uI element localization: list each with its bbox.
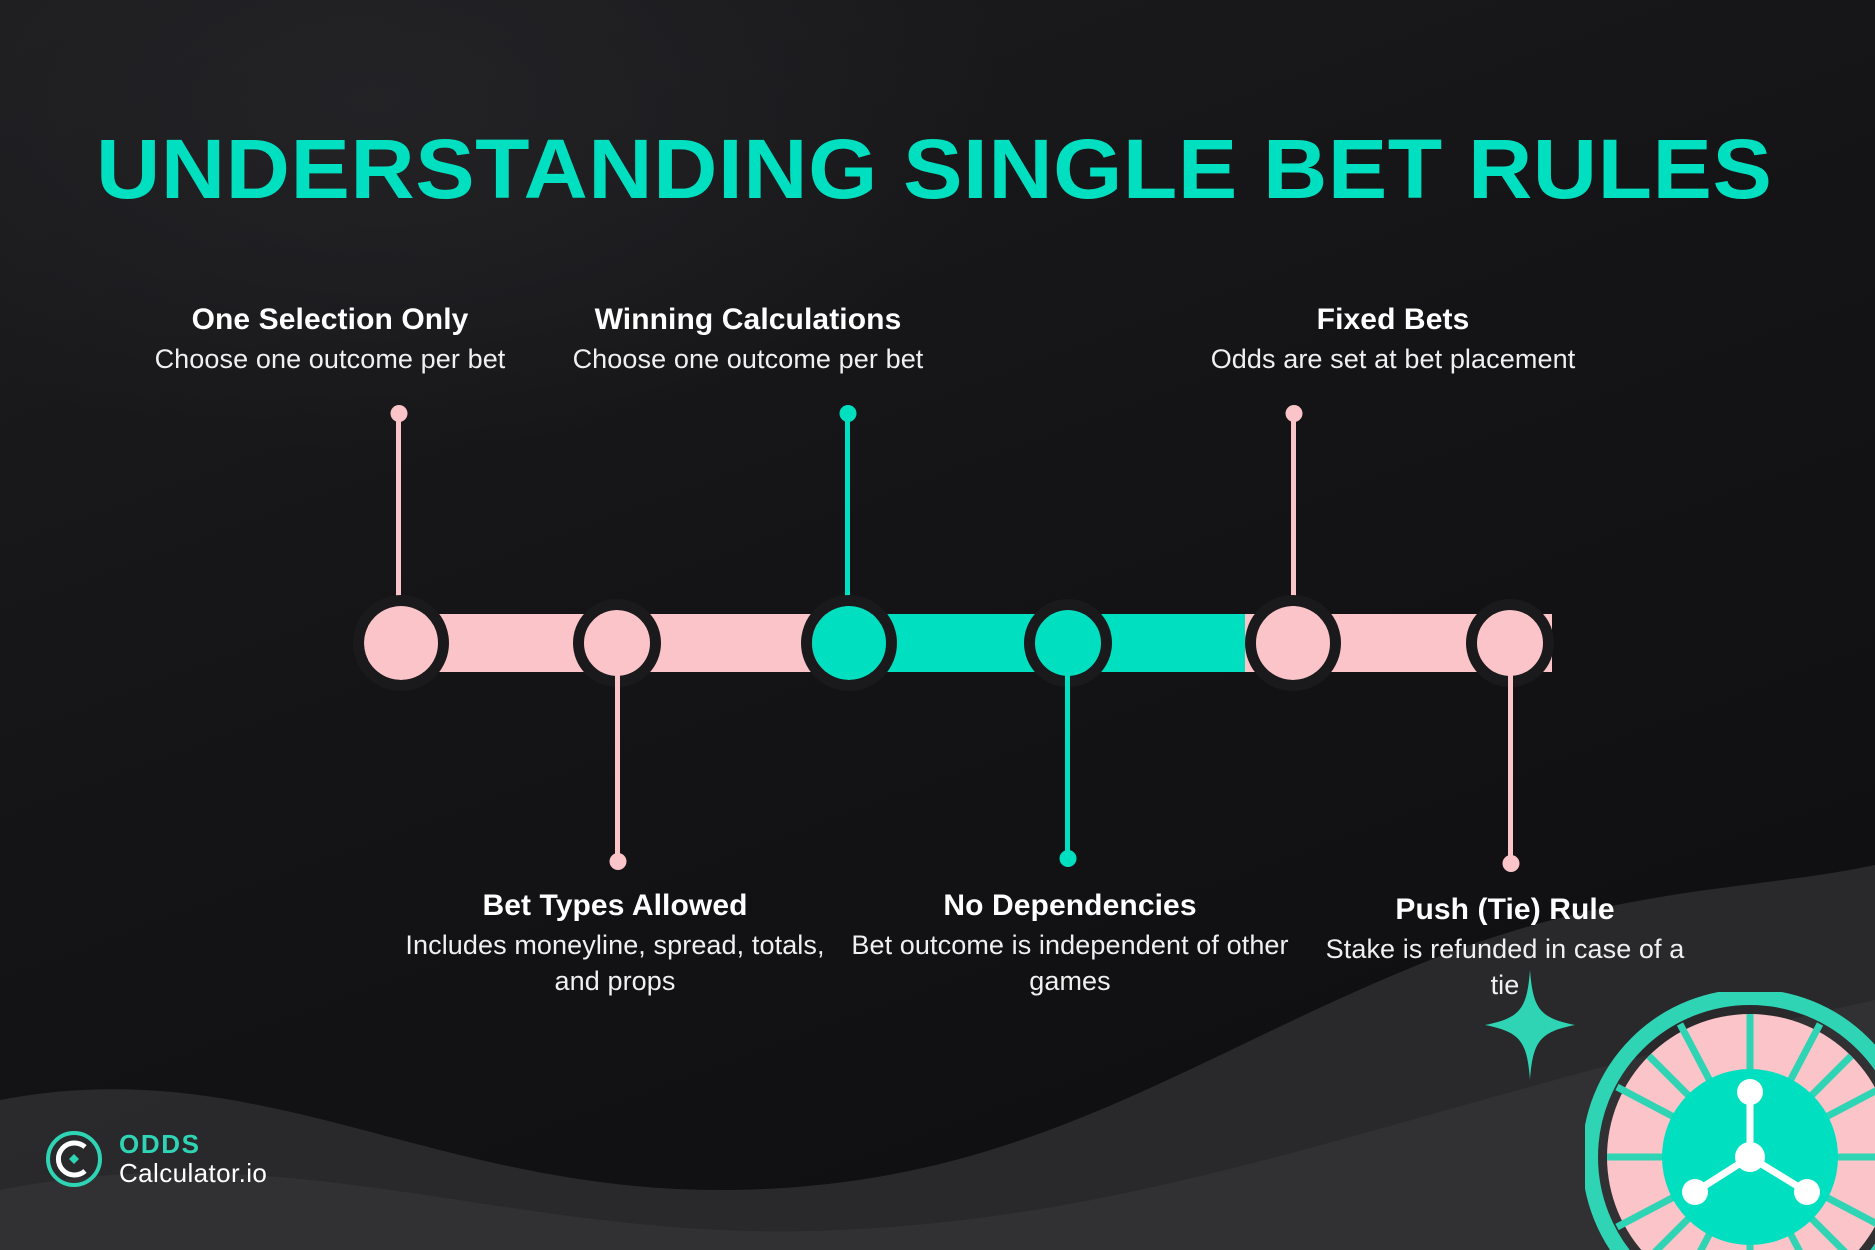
label-description: Choose one outcome per bet [154, 344, 506, 375]
label-description: Choose one outcome per bet [572, 344, 924, 375]
node-ring [353, 595, 449, 691]
label-winning-calculations: Winning Calculations Choose one outcome … [468, 302, 1028, 378]
connector-push-tie-rule [1502, 668, 1519, 872]
bar-node-2 [573, 599, 661, 687]
brand-line-odds: ODDS [119, 1129, 201, 1159]
node-ring [1245, 595, 1341, 691]
label-heading: Push (Tie) Rule [1395, 893, 1615, 926]
connector-dot [839, 405, 856, 422]
label-description: Odds are set at bet placement [1210, 344, 1576, 375]
connector-dot [390, 405, 407, 422]
background-wave-decoration [0, 865, 1875, 1250]
node-ring [801, 595, 897, 691]
odds-calculator-logo-icon [45, 1130, 103, 1188]
connector-fixed-bets [1285, 405, 1302, 622]
brand-line-calculator: Calculator.io [119, 1157, 268, 1188]
label-heading: Bet Types Allowed [482, 889, 748, 922]
connector-dot [1059, 850, 1076, 867]
connector-dot [1285, 405, 1302, 422]
bar-node-3 [801, 595, 897, 691]
label-push-tie-rule: Push (Tie) Rule Stake is refunded in cas… [1240, 892, 1770, 1004]
roulette-wheel-icon [1585, 992, 1875, 1250]
bar-node-1 [353, 595, 449, 691]
label-description: Bet outcome is independent of other game… [851, 930, 1289, 997]
connector-dot [609, 853, 626, 870]
timeline-bar [0, 595, 1875, 691]
label-description: Stake is refunded in case of a tie [1325, 934, 1685, 1001]
sparkle-icon [1485, 970, 1575, 1080]
page-title: UNDERSTANDING SINGLE BET RULES [96, 122, 1773, 216]
label-bet-types-allowed: Bet Types Allowed Includes moneyline, sp… [335, 888, 895, 1000]
brand-logo[interactable]: ODDS Calculator.io [45, 1130, 267, 1188]
bar-node-4 [1024, 599, 1112, 687]
connector-winning-calculations [839, 405, 856, 622]
label-fixed-bets: Fixed Bets Odds are set at bet placement [1113, 302, 1673, 378]
label-description: Includes moneyline, spread, totals, and … [405, 930, 825, 997]
connector-no-dependencies [1059, 668, 1076, 867]
connector-one-selection-only [390, 405, 407, 622]
label-heading: Winning Calculations [594, 303, 902, 336]
label-heading: Fixed Bets [1316, 303, 1470, 336]
connector-dot [1502, 855, 1519, 872]
label-heading: One Selection Only [191, 303, 469, 336]
label-heading: No Dependencies [943, 889, 1197, 922]
label-no-dependencies: No Dependencies Bet outcome is independe… [790, 888, 1350, 1000]
connector-bet-types-allowed [609, 668, 626, 870]
bar-node-5 [1245, 595, 1341, 691]
bar-node-6 [1466, 599, 1554, 687]
label-one-selection-only: One Selection Only Choose one outcome pe… [50, 302, 610, 378]
brand-wordmark: ODDS Calculator.io [119, 1130, 267, 1188]
